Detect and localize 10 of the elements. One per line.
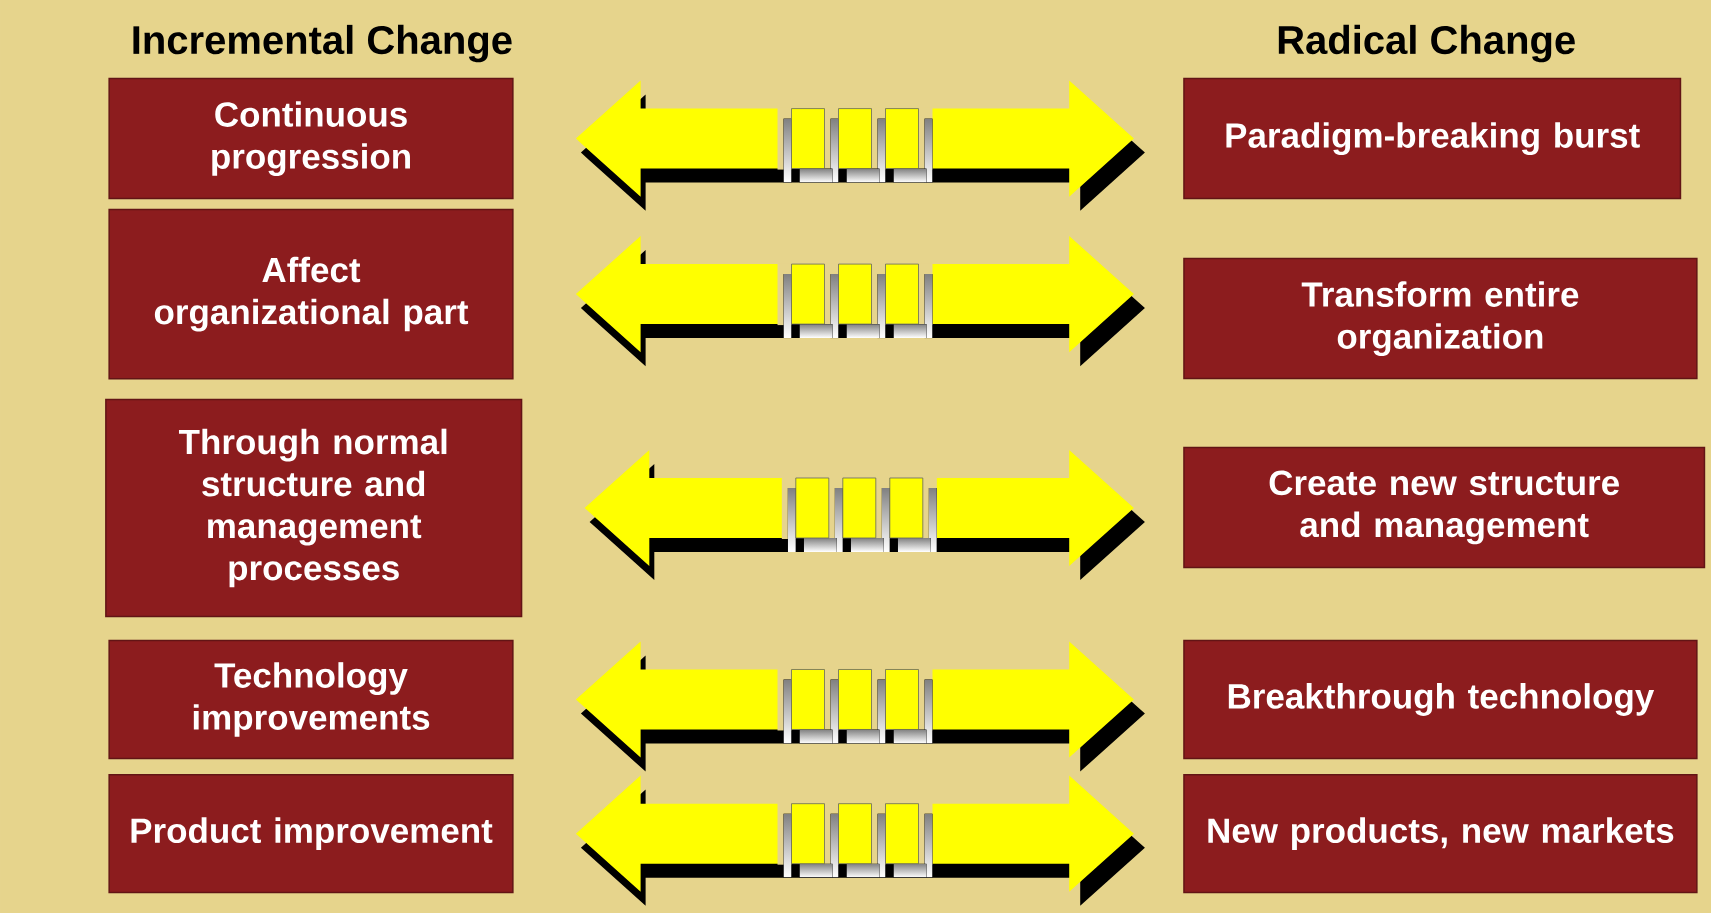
text-box: Create new structure and management — [1183, 446, 1706, 569]
text-box: New products, new markets — [1183, 774, 1698, 894]
text-box: Through normal structure and management processes — [105, 398, 523, 618]
text-box: Product improvement — [108, 774, 514, 894]
text-box: Breakthrough technology — [1183, 639, 1698, 760]
text-box: Continuous progression — [108, 77, 514, 200]
text-box: Transform entire organization — [1183, 257, 1698, 380]
text-box: Affect organizational part — [108, 208, 514, 380]
text-box: Technology improvements — [108, 639, 514, 760]
text-box: Paradigm-breaking burst — [1183, 77, 1682, 200]
